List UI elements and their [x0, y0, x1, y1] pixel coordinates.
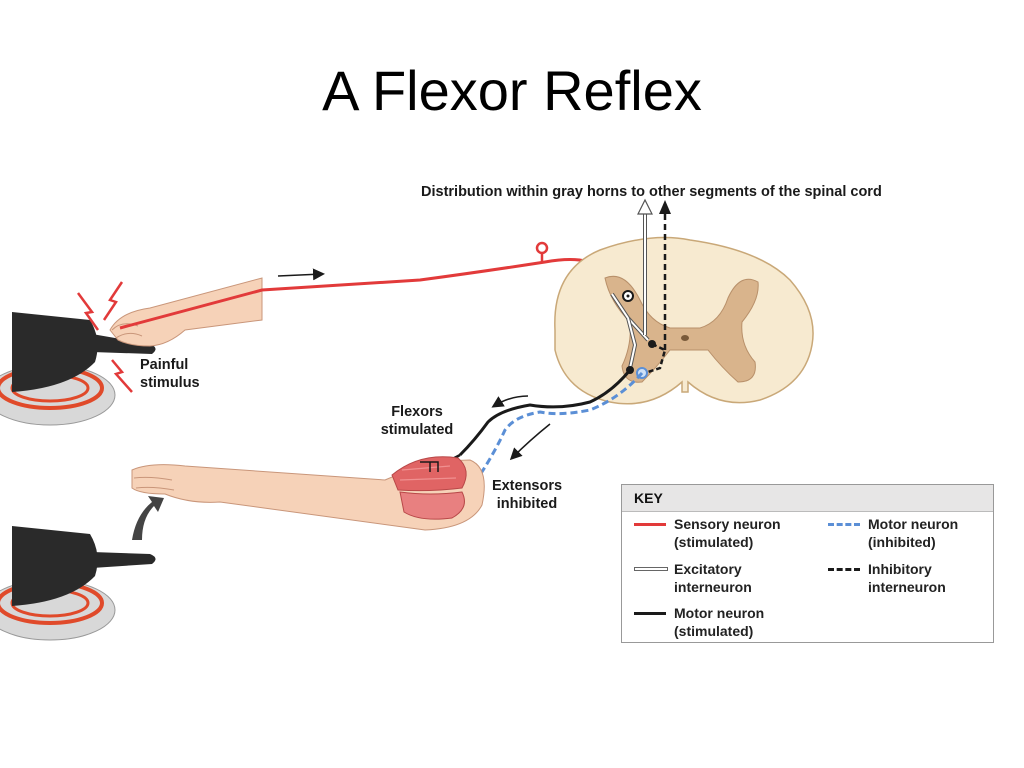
excitatory-arrowhead-icon: [637, 198, 653, 215]
painful-stimulus-label-line2: stimulus: [140, 375, 200, 391]
excitatory-interneuron-b-core: [627, 317, 637, 369]
lower-pan-handle: [92, 552, 156, 568]
motor-soma: [648, 340, 656, 348]
upper-pan-handle: [92, 334, 156, 354]
spinal-cord: [554, 236, 814, 405]
key-heading: KEY: [622, 485, 993, 512]
sensory-ganglion: [535, 241, 549, 255]
key-item-label: (stimulated): [674, 623, 754, 639]
excitatory-swatch: [634, 567, 668, 571]
key-item-label: Motor neuron: [674, 605, 765, 621]
lower-hand-fingers: [133, 476, 175, 491]
sensory-swatch: [634, 523, 666, 526]
motor-direction-arrow: [491, 395, 529, 408]
upper-pan-group: [0, 312, 156, 426]
neuromuscular-junction-icon: [420, 461, 439, 472]
motor-inhibited-swatch: [828, 523, 860, 526]
inhibited-direction-arrow: [509, 423, 551, 461]
key-item-label: (stimulated): [674, 534, 754, 550]
upper-pan: [12, 312, 98, 392]
extensors-inhibited-label-line2: inhibited: [497, 496, 557, 512]
flexor-muscle-striations: [399, 465, 457, 481]
extensor-muscle: [399, 491, 465, 520]
bolt-icon: [76, 292, 100, 331]
distribution-label: Distribution within gray horns to other …: [421, 184, 882, 200]
lower-pan-group: [0, 526, 156, 641]
key-item-label: Motor neuron: [868, 516, 959, 532]
sensory-direction-arrow: [277, 268, 325, 281]
central-canal: [681, 335, 689, 341]
key-item-label: interneuron: [674, 579, 752, 595]
lower-pan: [12, 526, 98, 606]
key-item-label: (inhibited): [868, 534, 936, 550]
bolt-icon: [102, 281, 124, 321]
interneuron-synapse: [626, 294, 630, 298]
slide-title: A Flexor Reflex: [322, 59, 702, 122]
withdrawal-arrow-icon: [132, 496, 164, 540]
key-legend: KEY Sensory neuron (stimulated) Excitato…: [621, 484, 994, 643]
motor-neuron-stimulated-path: [458, 369, 632, 457]
pain-bolts: [76, 281, 133, 393]
spinal-cord-white-matter: [554, 236, 814, 405]
motor-swatch: [634, 612, 666, 615]
key-item-label: Sensory neuron: [674, 516, 781, 532]
flexors-stimulated-label-line1: Flexors: [391, 404, 443, 420]
upper-arm: [109, 277, 263, 347]
key-item-label: Inhibitory: [868, 561, 932, 577]
spinal-cord-gray-matter: [604, 275, 759, 383]
key-item-label: Excitatory: [674, 561, 742, 577]
flexor-muscle: [391, 456, 467, 492]
painful-stimulus-label-line1: Painful: [140, 357, 188, 373]
extensors-inhibited-label-line1: Extensors: [492, 478, 562, 494]
inhibitory-arrowhead-icon: [659, 200, 671, 214]
bolt-icon: [111, 359, 133, 393]
flexors-stimulated-label-line2: stimulated: [381, 422, 454, 438]
inhibitory-swatch: [828, 568, 860, 571]
key-item-label: interneuron: [868, 579, 946, 595]
